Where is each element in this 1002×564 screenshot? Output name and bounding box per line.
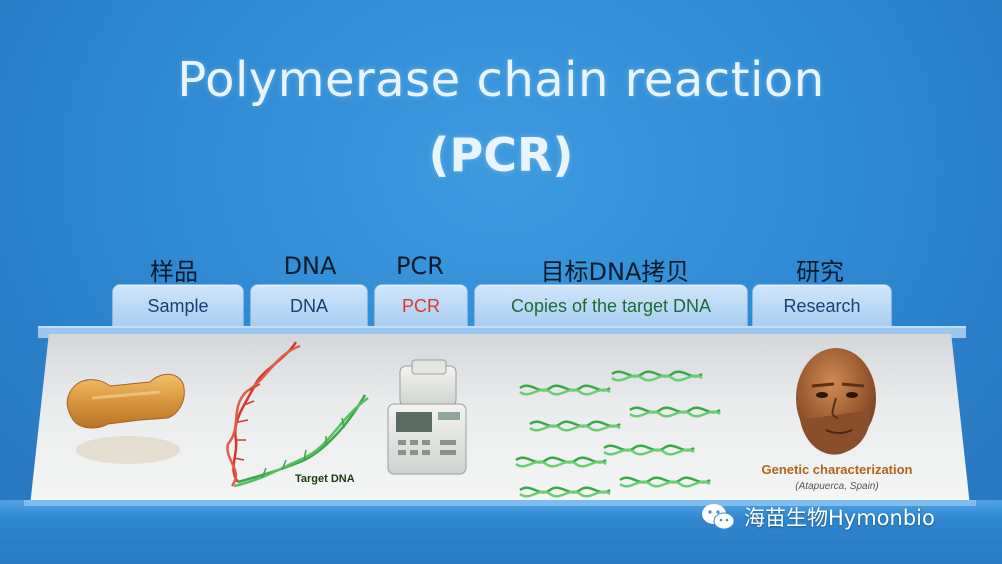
location-label: (Atapuerca, Spain)	[795, 481, 879, 492]
wechat-icon	[702, 504, 735, 530]
bone-sample-icon	[66, 373, 185, 464]
pcr-machine-icon	[387, 359, 467, 475]
step-cn-dna: DNA	[283, 252, 337, 280]
hominin-head-icon	[796, 348, 876, 455]
step-cn-copies: 目标DNA拷贝	[540, 258, 690, 286]
tab-dna: DNA	[250, 284, 368, 328]
tab-pcr: PCR	[374, 284, 468, 328]
genetic-characterization-label: Genetic characterization	[761, 462, 913, 477]
tab-sample: Sample	[112, 284, 244, 328]
tab-research: Research	[752, 284, 892, 328]
tab-copies: Copies of the target DNA	[474, 284, 748, 328]
step-cn-sample: 样品	[150, 258, 198, 286]
title-line1: Polymerase chain reaction	[177, 52, 825, 108]
dna-copies-icon	[515, 370, 721, 498]
shelf-lip	[24, 500, 976, 506]
title-line2: (PCR)	[428, 128, 574, 182]
shelf-front-edge	[0, 500, 1002, 564]
step-cn-research: 研究	[796, 258, 844, 286]
target-dna-label: Target DNA	[295, 473, 355, 485]
dna-strand-icon	[226, 341, 369, 488]
watermark-text: 海苗生物Hymonbio	[744, 506, 935, 530]
watermark: 海苗生物Hymonbio	[700, 500, 935, 534]
step-cn-pcr: PCR	[396, 252, 444, 280]
